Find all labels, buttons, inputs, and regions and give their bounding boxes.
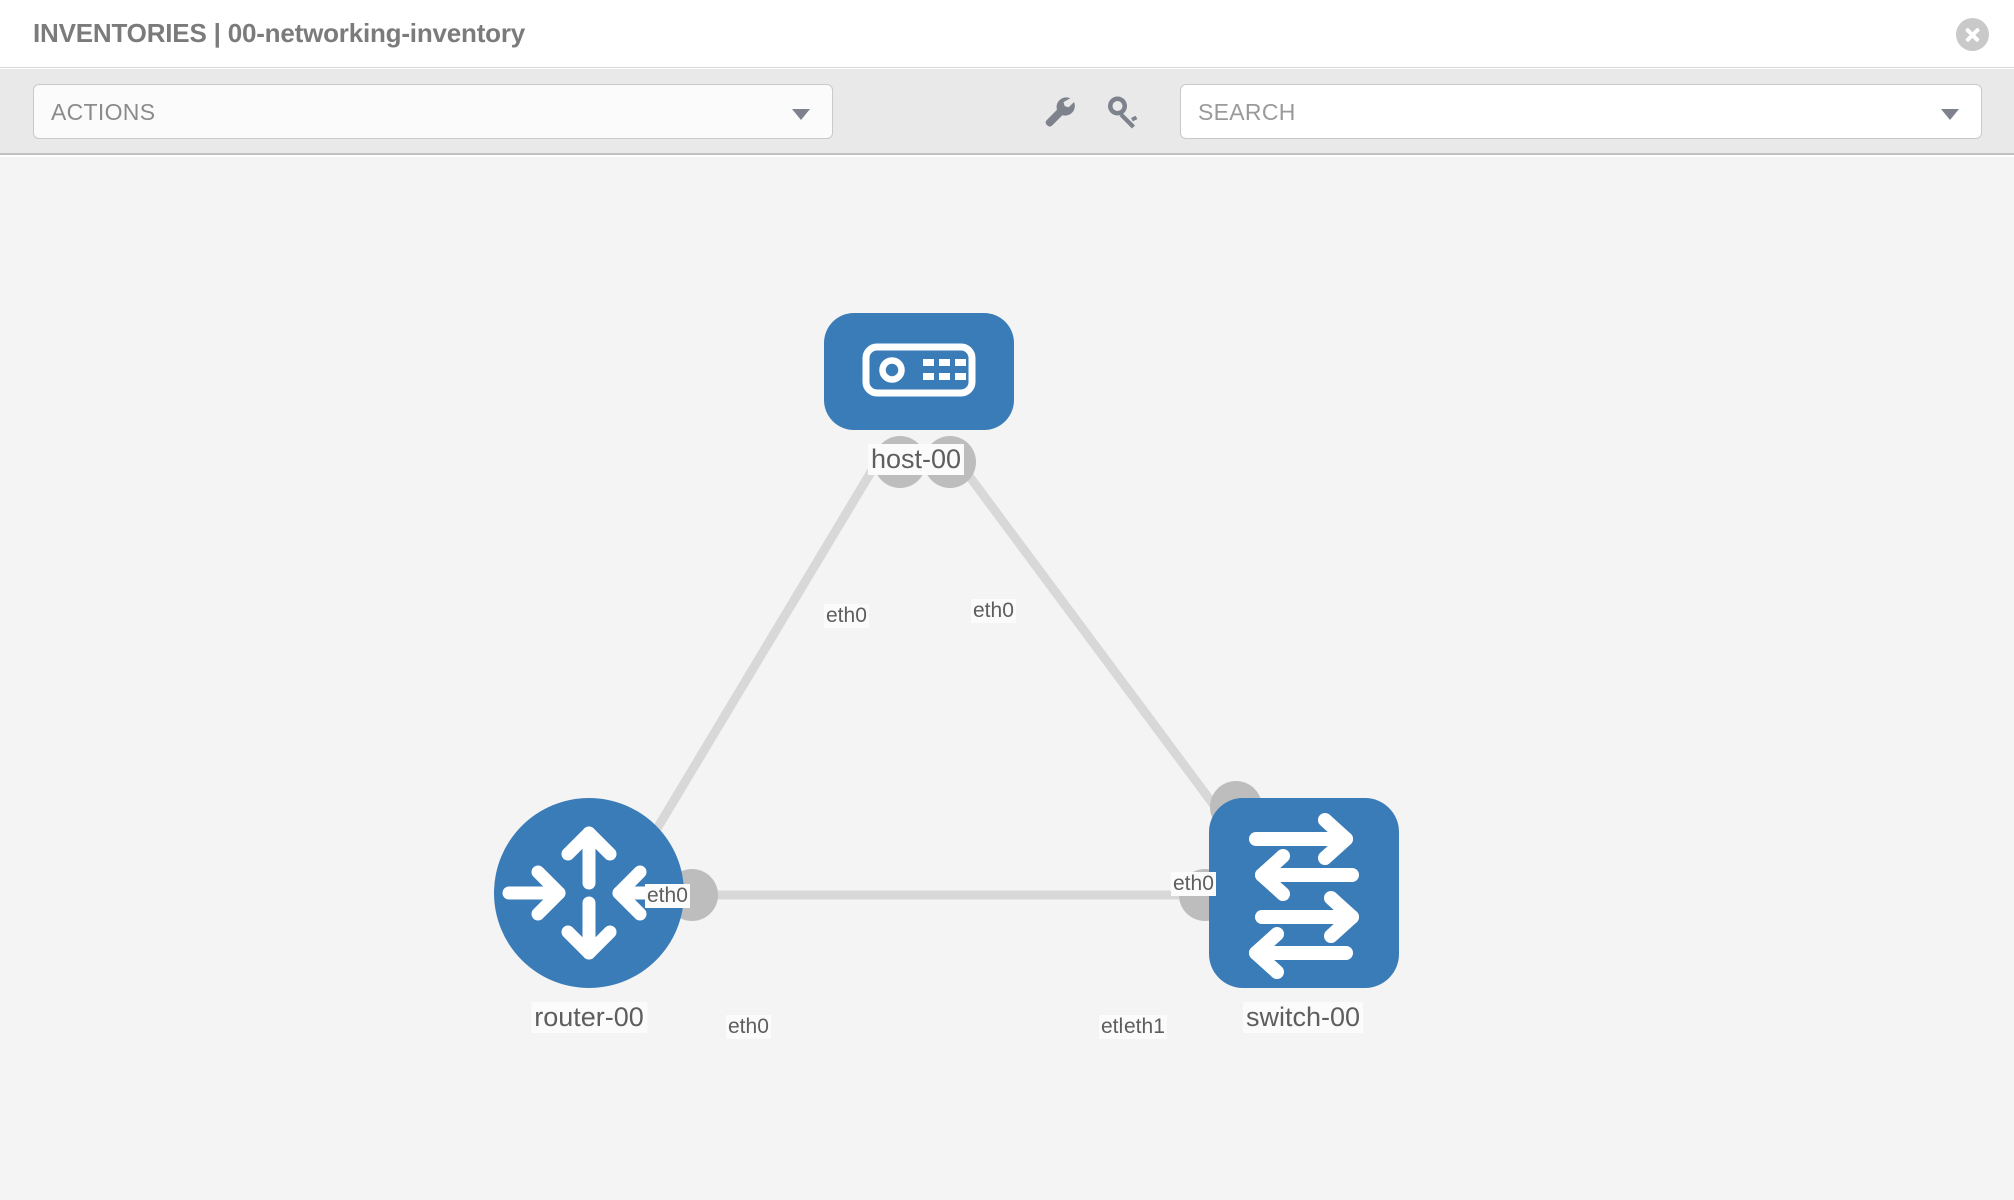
key-icon[interactable] bbox=[1102, 92, 1142, 132]
iface-label-switch-host: eth0 bbox=[1171, 872, 1216, 896]
switch-icon bbox=[1249, 813, 1359, 979]
topology-canvas[interactable]: host-00 router-00 switch-00 eth0 eth0 et… bbox=[0, 157, 2014, 1200]
chevron-down-icon[interactable] bbox=[1941, 109, 1959, 120]
server-icon bbox=[862, 343, 976, 397]
node-switch-00 bbox=[1209, 798, 1399, 988]
search-input[interactable]: SEARCH bbox=[1180, 84, 1982, 139]
toolbar: ACTIONS bbox=[0, 69, 2014, 155]
topology-graph bbox=[494, 313, 1399, 988]
node-host-00 bbox=[824, 313, 1014, 430]
topology-edges bbox=[636, 454, 1249, 900]
topology-connectors bbox=[666, 436, 1262, 921]
close-icon[interactable] bbox=[1956, 18, 1989, 51]
wrench-icon[interactable] bbox=[1040, 92, 1080, 132]
iface-label-host-switch: eth0 bbox=[971, 599, 1016, 623]
iface-label-host-router: eth0 bbox=[824, 604, 869, 628]
iface-label-router-host: eth0 bbox=[645, 884, 690, 908]
node-label-router-00[interactable]: router-00 bbox=[531, 1002, 647, 1033]
edge-host-router bbox=[636, 454, 884, 860]
iface-label-router-switch: eth0 bbox=[726, 1015, 771, 1039]
toolbar-icon-group bbox=[1040, 84, 1190, 139]
iface-label-switch-router-b: eth1 bbox=[1122, 1015, 1167, 1039]
chevron-down-icon bbox=[792, 109, 810, 120]
edge-host-switch bbox=[951, 454, 1249, 850]
node-label-host-00[interactable]: host-00 bbox=[867, 444, 965, 475]
node-label-switch-00[interactable]: switch-00 bbox=[1242, 1002, 1364, 1033]
search-placeholder: SEARCH bbox=[1198, 99, 1296, 125]
page-title: INVENTORIES | 00-networking-inventory bbox=[33, 18, 526, 48]
actions-dropdown[interactable]: ACTIONS bbox=[33, 84, 833, 139]
actions-dropdown-label: ACTIONS bbox=[51, 99, 156, 125]
page-header: INVENTORIES | 00-networking-inventory bbox=[0, 0, 2014, 68]
